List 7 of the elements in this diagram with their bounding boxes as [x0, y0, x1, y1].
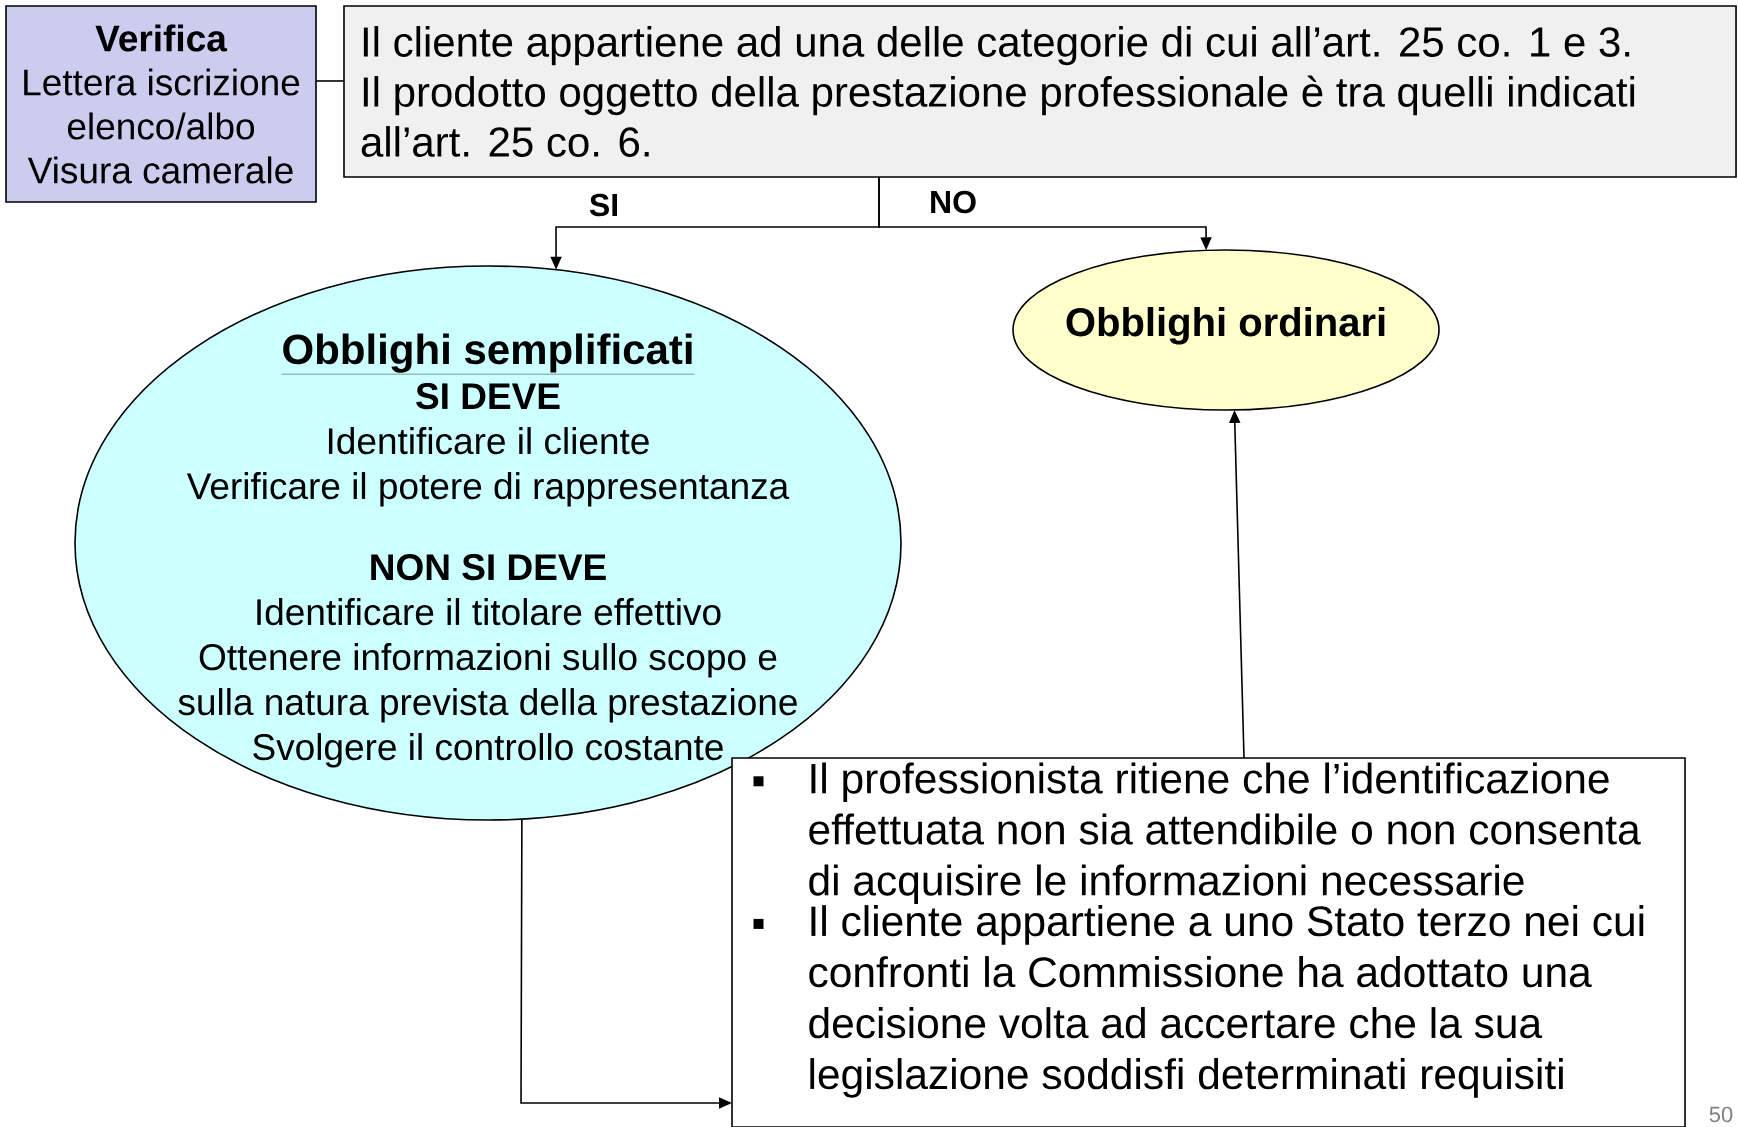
verification-box: Verifica Lettera iscrizione elenco/albo Visura camerale	[5, 5, 317, 203]
connector-line	[315, 80, 345, 82]
edge-label: SI	[586, 191, 622, 219]
page-number: 50	[1709, 1106, 1733, 1123]
condition-box: Il cliente appartiene ad una delle categorie di cui all’art. 25 co. 1 e 3. Il prodotto oggetto della prestazione professionale è tra quelli indicati all’art. 25 co. 6.	[343, 5, 1737, 178]
condition-box: Il professionista ritiene che l’identificazione effettuata non sia attendibile o non consenta di acquisire le informazioni necessarie Il cliente appartiene a uno Stato terzo nei cui confronti la Commissione ha adottato una decisione volta ad accertare che la sua legislazione soddisfi determinati requisiti	[731, 757, 1686, 1127]
edge-label: NO	[927, 188, 979, 216]
